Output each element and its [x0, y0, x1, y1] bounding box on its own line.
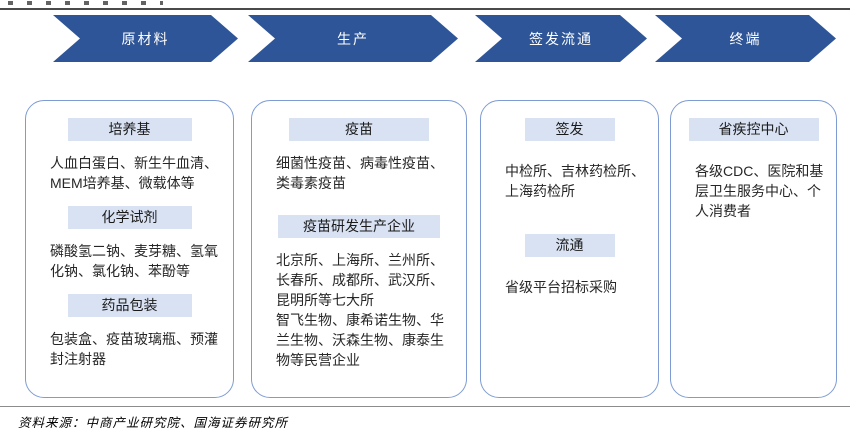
stage-arrow-raw-materials: 原材料 [53, 15, 238, 62]
stage-arrow-label: 原材料 [121, 30, 170, 47]
section-header: 疫苗 [289, 118, 429, 141]
section-culture-medium: 培养基 人血白蛋白、新生牛血清、MEM培养基、微载体等 [26, 118, 233, 193]
section-vaccine-rd-enterprises: 疫苗研发生产企业 北京所、上海所、兰州所、长春所、成都所、武汉所、昆明所等七大所… [252, 215, 466, 370]
section-body: 磷酸氢二钠、麦芽糖、氢氧化钠、氯化钠、苯酚等 [50, 243, 218, 279]
stage-arrow-label: 终端 [729, 30, 762, 47]
section-header: 培养基 [67, 118, 192, 141]
section-header: 省疾控中心 [688, 118, 819, 141]
section-provincial-cdc: 省疾控中心 各级CDC、医院和基层卫生服务中心、个人消费者 [671, 118, 836, 221]
section-drug-packaging: 药品包装 包装盒、疫苗玻璃瓶、预灌封注射器 [26, 294, 233, 369]
stage-box-raw-materials: 培养基 人血白蛋白、新生牛血清、MEM培养基、微载体等 化学试剂 磷酸氢二钠、麦… [25, 100, 234, 398]
stage-box-production: 疫苗 细菌性疫苗、病毒性疫苗、类毒素疫苗 疫苗研发生产企业 北京所、上海所、兰州… [251, 100, 467, 398]
source-note: 资料来源：中商产业研究院、国海证券研究所 [18, 416, 289, 430]
section-body: 省级平台招标采购 [505, 279, 617, 295]
section-body: 包装盒、疫苗玻璃瓶、预灌封注射器 [50, 331, 218, 367]
bottom-divider [0, 406, 850, 407]
top-divider [0, 8, 850, 10]
section-header: 疫苗研发生产企业 [278, 215, 440, 238]
section-header: 药品包装 [67, 294, 192, 317]
section-issuance: 签发 中检所、吉林药检所、上海药检所 [481, 118, 658, 201]
section-vaccines: 疫苗 细菌性疫苗、病毒性疫苗、类毒素疫苗 [252, 118, 466, 193]
section-body: 北京所、上海所、兰州所、长春所、成都所、武汉所、昆明所等七大所 智飞生物、康希诺… [276, 252, 444, 368]
section-body: 细菌性疫苗、病毒性疫苗、类毒素疫苗 [276, 155, 444, 191]
section-header: 签发 [524, 118, 615, 141]
section-circulation: 流通 省级平台招标采购 [481, 234, 658, 297]
stage-box-terminal: 省疾控中心 各级CDC、医院和基层卫生服务中心、个人消费者 [670, 100, 837, 398]
section-body: 人血白蛋白、新生牛血清、MEM培养基、微载体等 [50, 155, 218, 191]
stage-arrow-production: 生产 [248, 15, 458, 62]
section-header: 流通 [524, 234, 615, 257]
section-chemical-reagents: 化学试剂 磷酸氢二钠、麦芽糖、氢氧化钠、氯化钠、苯酚等 [26, 206, 233, 281]
stage-arrow-issuance-circulation: 签发流通 [475, 15, 647, 62]
section-body: 各级CDC、医院和基层卫生服务中心、个人消费者 [695, 163, 824, 219]
stage-arrow-label: 生产 [337, 30, 369, 47]
section-body: 中检所、吉林药检所、上海药检所 [505, 163, 645, 199]
stage-arrow-terminal: 终端 [655, 15, 836, 62]
stage-arrow-label: 签发流通 [529, 30, 593, 47]
section-header: 化学试剂 [67, 206, 192, 229]
clipped-title-fragment [8, 1, 163, 5]
stage-box-issuance-circulation: 签发 中检所、吉林药检所、上海药检所 流通 省级平台招标采购 [480, 100, 659, 398]
